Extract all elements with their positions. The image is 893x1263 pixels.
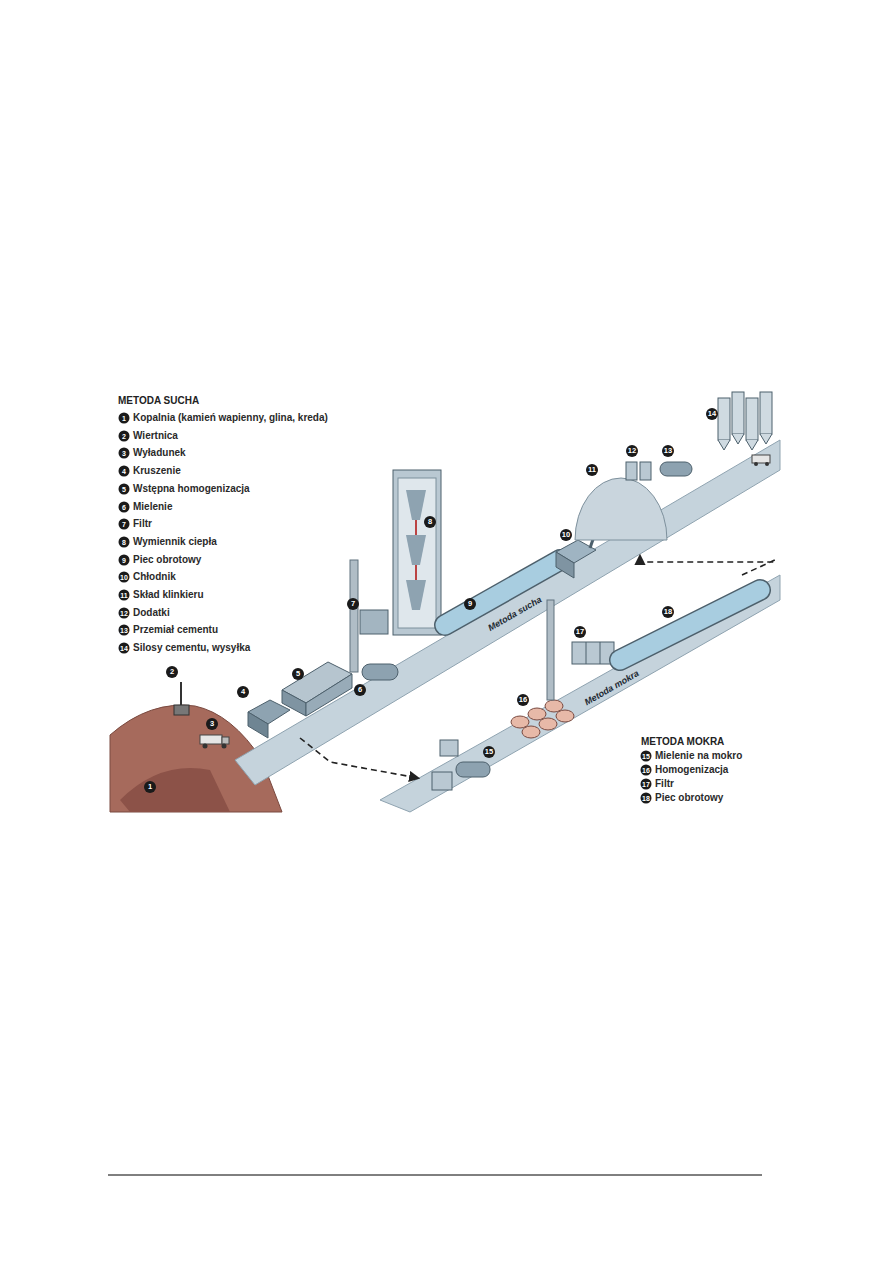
legend-item: Homogenizacja xyxy=(655,765,728,775)
truck xyxy=(200,735,229,749)
legend-number: 14 xyxy=(119,643,130,654)
legend-number: 11 xyxy=(119,590,130,601)
legend-number: 17 xyxy=(641,779,652,790)
callout-number: 9 xyxy=(464,598,476,610)
wet-filter xyxy=(572,642,614,664)
drill-rig xyxy=(174,682,189,715)
legend-item: Skład klinkieru xyxy=(133,590,204,600)
legend-number: 6 xyxy=(119,501,130,512)
legend-item: Przemiał cementu xyxy=(133,625,218,635)
legend-item: Dodatki xyxy=(133,608,170,618)
callout-number: 4 xyxy=(237,686,249,698)
legend-number: 13 xyxy=(119,625,130,636)
callout-number: 16 xyxy=(517,694,529,706)
legend-number: 1 xyxy=(119,413,130,424)
callout-number: 6 xyxy=(354,684,366,696)
callout-number: 15 xyxy=(483,746,495,758)
legend-heading: METODA MOKRA xyxy=(641,737,724,747)
legend-number: 12 xyxy=(119,607,130,618)
legend-item: Piec obrotowy xyxy=(133,555,201,565)
callout-number: 12 xyxy=(626,445,638,457)
callout-number: 18 xyxy=(662,606,674,618)
clinker-store xyxy=(575,478,667,540)
footer-rule xyxy=(108,1175,762,1176)
legend-item: Wiertnica xyxy=(133,431,178,441)
filter-stack xyxy=(350,560,358,672)
callout-number: 8 xyxy=(424,516,436,528)
legend-item: Wstępna homogenizacja xyxy=(133,484,250,494)
quarry-shade xyxy=(120,768,230,812)
legend-item: Wyładunek xyxy=(133,448,186,458)
flow-arrow xyxy=(300,738,418,778)
callout-number: 3 xyxy=(206,718,218,730)
legend-number: 16 xyxy=(641,765,652,776)
raw-mill xyxy=(362,664,398,680)
callout-number: 5 xyxy=(292,668,304,680)
legend-item: Mielenie na mokro xyxy=(655,751,742,761)
cement-silos xyxy=(718,392,772,450)
callout-number: 2 xyxy=(166,666,178,678)
legend-item: Filtr xyxy=(133,519,152,529)
legend-number: 15 xyxy=(641,751,652,762)
legend-ground xyxy=(634,730,780,808)
legend-number: 4 xyxy=(119,466,130,477)
legend-number: 7 xyxy=(119,519,130,530)
legend-item: Mielenie xyxy=(133,502,172,512)
callout-number: 14 xyxy=(706,408,718,420)
legend-item: Kopalnia (kamień wapienny, glina, kreda) xyxy=(133,413,328,423)
legend-number: 10 xyxy=(119,572,130,583)
callout-number: 7 xyxy=(347,598,359,610)
wet-mill xyxy=(456,762,490,777)
legend-number: 2 xyxy=(119,430,130,441)
legend-number: 9 xyxy=(119,554,130,565)
wet-mill-hopper xyxy=(432,772,452,790)
legend-item: Kruszenie xyxy=(133,466,181,476)
callout-number: 17 xyxy=(574,626,586,638)
line-label: Metoda mokra xyxy=(582,668,643,708)
callout-number: 1 xyxy=(144,781,156,793)
legend-number: 18 xyxy=(641,793,652,804)
legend-item: Chłodnik xyxy=(133,572,176,582)
preheater-tower xyxy=(393,470,441,635)
cement-mill xyxy=(660,462,692,476)
additive-bins xyxy=(626,462,651,480)
callout-number: 11 xyxy=(586,464,598,476)
truck xyxy=(752,455,770,466)
rotary-kiln xyxy=(620,590,760,660)
legend-item: Silosy cementu, wysyłka xyxy=(133,643,250,653)
legend-number: 5 xyxy=(119,483,130,494)
callout-number: 13 xyxy=(662,445,674,457)
legend-item: Piec obrotowy xyxy=(655,793,723,803)
legend-item: Filtr xyxy=(655,779,674,789)
legend-number: 3 xyxy=(119,448,130,459)
line-label: Metoda sucha xyxy=(485,594,545,634)
filter-stack xyxy=(547,600,554,700)
flow-arrow xyxy=(640,558,775,575)
legend-heading: METODA SUCHA xyxy=(118,396,199,406)
legend-number: 8 xyxy=(119,536,130,547)
legend-item: Wymiennik ciepła xyxy=(133,537,217,547)
callout-number: 10 xyxy=(560,529,572,541)
